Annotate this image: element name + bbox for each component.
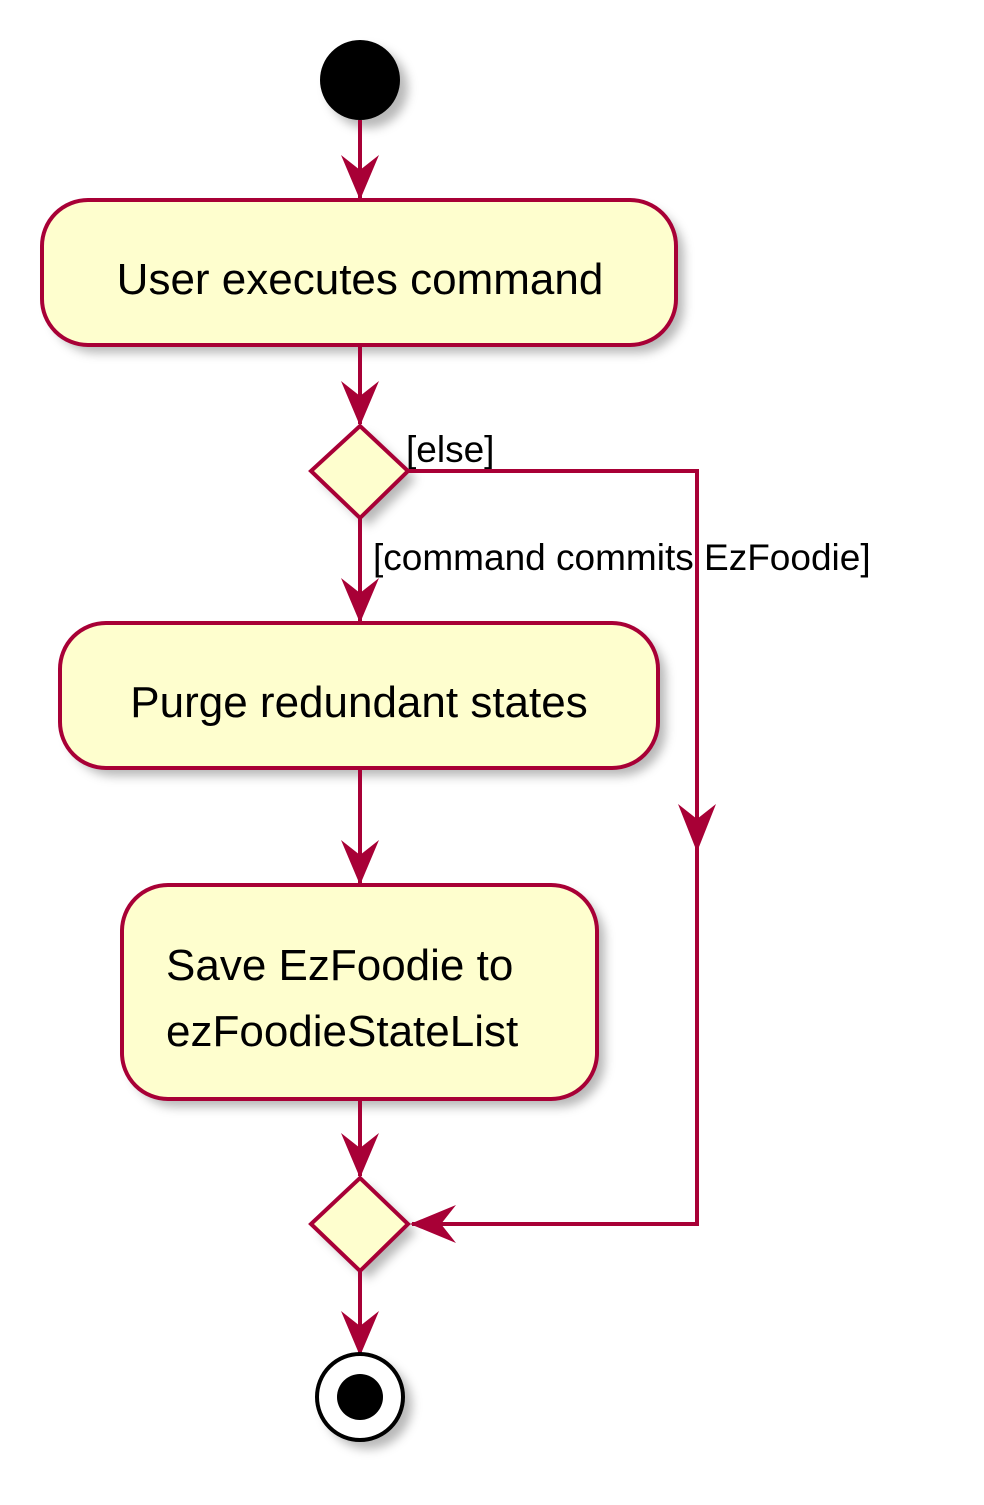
arrowhead-merge-top bbox=[341, 1133, 379, 1178]
action-purge-states: Purge redundant states bbox=[58, 621, 660, 770]
guard-else-label: [else] bbox=[406, 429, 494, 470]
arrowhead-merge bbox=[410, 1205, 456, 1243]
action-execute-command: User executes command bbox=[40, 198, 678, 347]
arrowhead-execute bbox=[341, 155, 379, 200]
start-node bbox=[320, 40, 400, 120]
decision-node bbox=[308, 423, 411, 521]
action-save-label-line1: Save EzFoodie to bbox=[166, 941, 513, 990]
arrowhead-end bbox=[341, 1311, 379, 1356]
arrowhead-save bbox=[341, 840, 379, 885]
end-node bbox=[315, 1352, 405, 1442]
action-purge-label: Purge redundant states bbox=[130, 678, 587, 727]
arrowhead-purge bbox=[341, 578, 379, 623]
arrowhead-decision bbox=[341, 381, 379, 426]
guard-commits-label: [command commits EzFoodie] bbox=[373, 537, 871, 578]
arrowhead-else-down bbox=[678, 804, 716, 852]
action-save-label-line2: ezFoodieStateList bbox=[166, 1007, 518, 1056]
action-save-state: Save EzFoodie to ezFoodieStateList bbox=[120, 883, 599, 1101]
merge-node bbox=[308, 1175, 411, 1274]
edge-else-branch bbox=[408, 469, 699, 1226]
action-execute-label: User executes command bbox=[117, 255, 604, 304]
